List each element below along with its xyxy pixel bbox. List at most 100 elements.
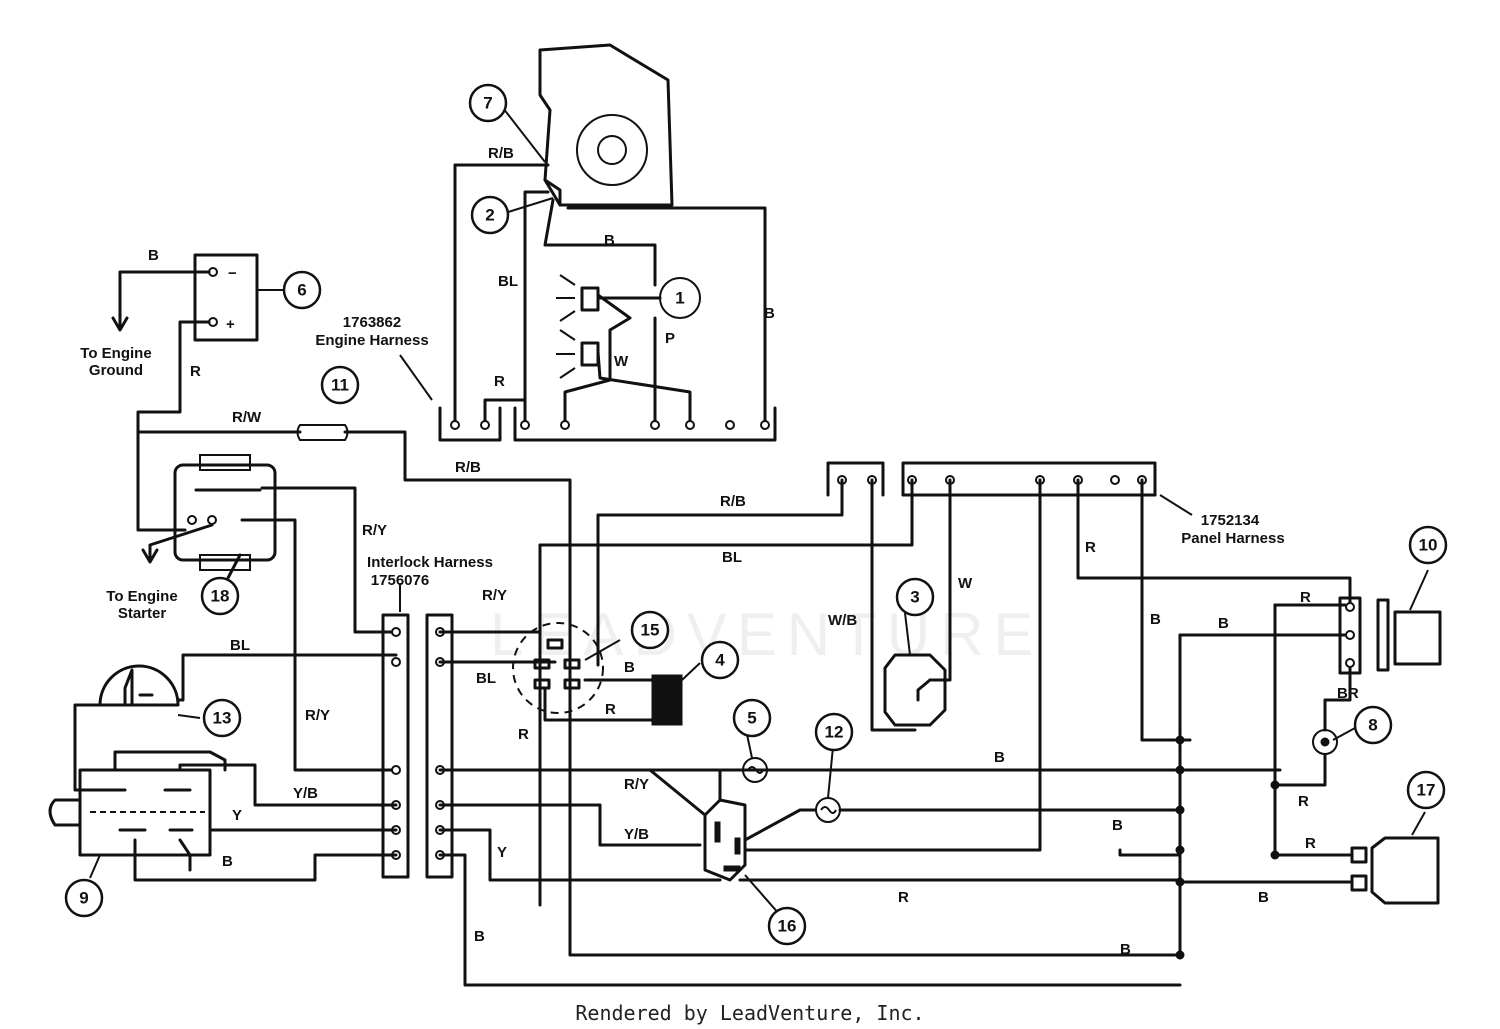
wire-label: R (190, 363, 201, 380)
svg-text:9: 9 (79, 889, 88, 908)
key-switch (48, 750, 398, 882)
wire-label: Y (497, 844, 507, 861)
svg-text:13: 13 (213, 709, 232, 728)
wire-label: BL (498, 273, 518, 290)
wire-labels: R/B B BL B P W R B R R/W R/B R/Y R/B BL … (148, 145, 1359, 958)
watermark-text: LEADVENTURE (490, 601, 1043, 668)
wire-label: Y (232, 807, 242, 824)
wire-label: W (614, 353, 629, 370)
callout-15: 15 (630, 610, 670, 650)
wire-label: R (1085, 539, 1096, 556)
wire-label: W (958, 575, 973, 592)
wire-label: B (604, 232, 615, 249)
wire-label: P (665, 330, 675, 347)
callout-11: 10 (1408, 525, 1448, 565)
svg-text:17: 17 (1417, 781, 1436, 800)
callout-6: 6 (282, 270, 322, 310)
interlock-right-wires (438, 543, 1282, 987)
callout-16: 17 (1406, 770, 1446, 810)
panel-harness-pn: 1752134 (1201, 512, 1260, 529)
wire-label: BL (722, 549, 742, 566)
wire-label: B (624, 659, 635, 676)
wire-label: R/Y (362, 522, 387, 539)
svg-text:1: 1 (675, 289, 684, 308)
battery-negative: − (228, 265, 237, 282)
callout-1: 1 (675, 289, 684, 308)
wire-label: R (1298, 793, 1309, 810)
wire-label: R (898, 889, 909, 906)
svg-text:7: 7 (483, 94, 492, 113)
callout-8: 8 (1353, 705, 1393, 745)
leader-9 (89, 854, 101, 879)
fuse-wires (136, 424, 1182, 957)
wire-label: BL (230, 637, 250, 654)
wire-label: R (1300, 589, 1311, 606)
component-17 (648, 768, 1182, 916)
to-engine-starter-1: To Engine (106, 588, 177, 605)
svg-text:16: 16 (778, 917, 797, 936)
component-13 (73, 653, 398, 792)
engine-harness-wires (399, 163, 777, 442)
wire-label: Y/B (624, 826, 649, 843)
svg-text:12: 12 (825, 723, 844, 742)
to-engine-ground-2: Ground (89, 362, 143, 379)
interlock-harness (381, 583, 454, 879)
component-15 (512, 622, 662, 722)
footer-credit: Rendered by LeadVenture, Inc. (575, 1001, 924, 1025)
component-4 (651, 674, 683, 726)
leader-4 (681, 662, 701, 681)
battery: − + (111, 253, 284, 532)
wire-label: B (1112, 817, 1123, 834)
starter-solenoid (141, 454, 277, 580)
callout-5: 5 (732, 698, 772, 738)
wire-label: R (494, 373, 505, 390)
engine-harness-label: Engine Harness (315, 332, 428, 349)
component-labels: 1763862 Engine Harness 1752134 Panel Har… (80, 314, 1284, 622)
wire-label: W/B (828, 612, 857, 629)
leader-12 (827, 746, 834, 799)
right-bus (1118, 603, 1352, 960)
callout-12: 12 (814, 712, 854, 752)
component-11 (1338, 569, 1442, 675)
wire-label: R/W (232, 409, 262, 426)
wire-label: Y/B (293, 785, 318, 802)
engine-harness-pn: 1763862 (343, 314, 401, 331)
panel-harness-label: Panel Harness (1181, 530, 1284, 547)
leader-3 (904, 612, 911, 656)
callout-2: 2 (470, 195, 510, 235)
wire-label: R (518, 726, 529, 743)
callouts: 7 2 1 6 11 18 13 9 15 4 3 5 12 16 10 8 1… (64, 83, 1448, 946)
leader-2 (504, 197, 554, 214)
callout-18: 18 (200, 576, 240, 616)
svg-text:8: 8 (1368, 716, 1377, 735)
wire-label: B (474, 928, 485, 945)
component-16 (1350, 811, 1440, 905)
svg-text:10: 10 (1419, 536, 1438, 555)
component-5 (742, 757, 768, 783)
wire-label: R (605, 701, 616, 718)
wire-label: B (148, 247, 159, 264)
wire-label: R/Y (482, 587, 507, 604)
callout-10: 11 (320, 365, 360, 405)
to-engine-starter-2: Starter (118, 605, 167, 622)
engine (538, 43, 674, 207)
wire-label: R/Y (624, 776, 649, 793)
svg-text:18: 18 (211, 587, 230, 606)
wire-label: B (1150, 611, 1161, 628)
svg-text:2: 2 (485, 206, 494, 225)
wire-label: R/B (720, 493, 746, 510)
wire-label: B (994, 749, 1005, 766)
callout-9: 9 (64, 878, 104, 918)
component-12 (815, 797, 1182, 823)
wire-label: BR (1337, 685, 1359, 702)
to-engine-ground-1: To Engine (80, 345, 151, 362)
panel-harness (538, 461, 1352, 852)
svg-text:6: 6 (297, 281, 306, 300)
wire-label: R/Y (305, 707, 330, 724)
callout-7: 7 (468, 83, 508, 123)
callout-13: 13 (202, 698, 242, 738)
interlock-harness-label: Interlock Harness (367, 554, 493, 571)
wire-label: R/B (488, 145, 514, 162)
leader-8 (1332, 727, 1356, 741)
